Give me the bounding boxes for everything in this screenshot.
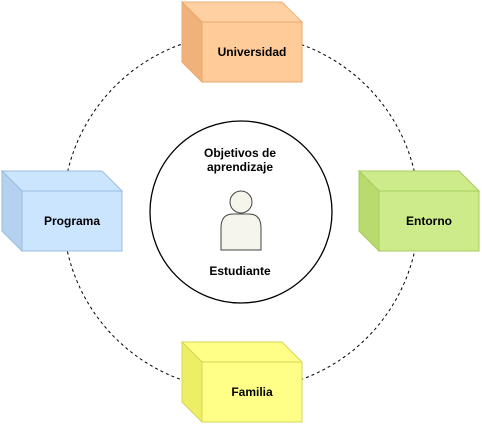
student-icon	[220, 190, 262, 251]
node-familia[interactable]	[180, 340, 304, 424]
center-title: Objetivos de aprendizaje	[190, 146, 290, 174]
node-entorno[interactable]	[357, 169, 481, 253]
node-programa[interactable]	[0, 169, 124, 253]
node-label-entorno: Entorno	[406, 214, 452, 228]
node-universidad[interactable]	[180, 0, 304, 84]
center-title-line1: Objetivos de	[203, 146, 277, 160]
center-title-line2: aprendizaje	[206, 160, 274, 174]
node-label-programa: Programa	[43, 214, 101, 228]
node-label-familia: Familia	[231, 385, 273, 399]
student-label: Estudiante	[209, 264, 271, 278]
node-label-universidad: Universidad	[217, 45, 287, 59]
